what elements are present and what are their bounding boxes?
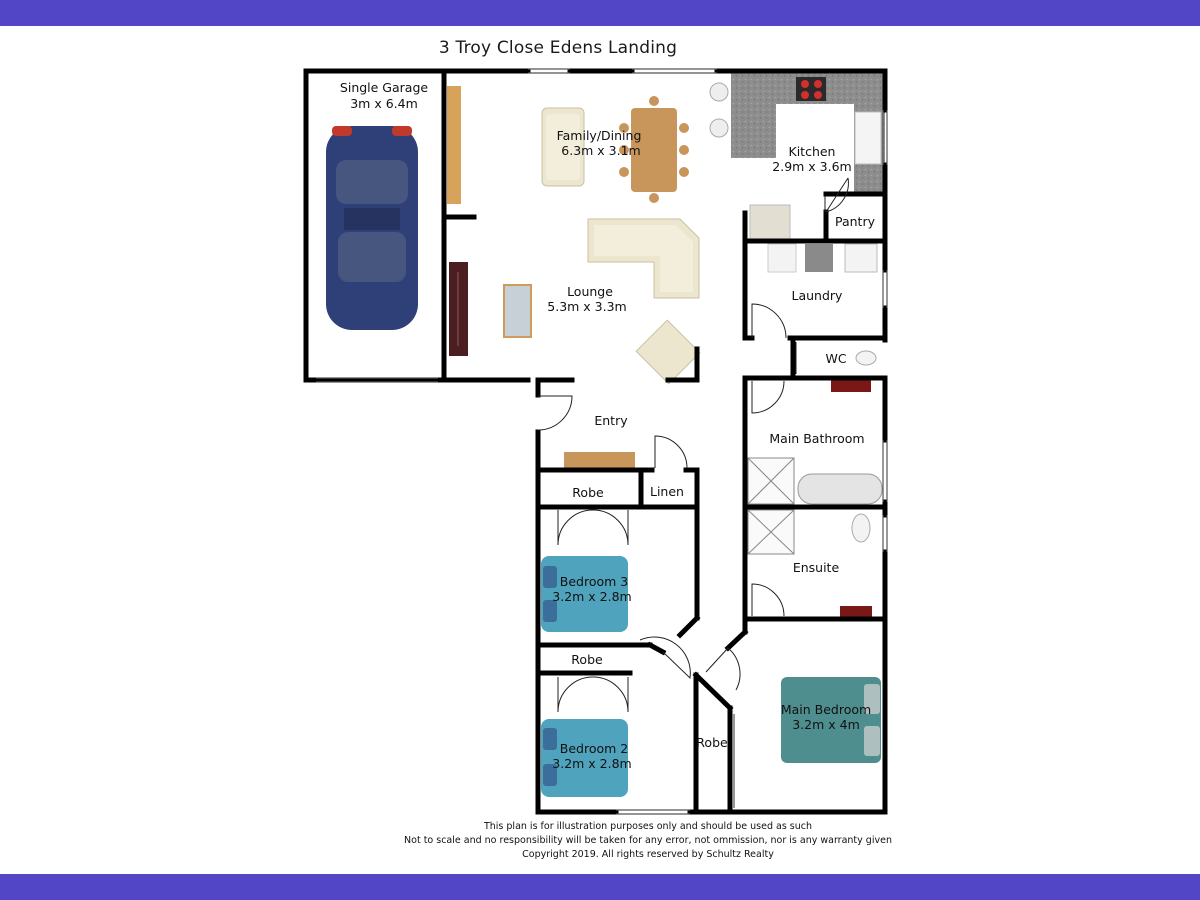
walls: [303, 68, 888, 815]
bedroom3-size: 3.2m x 2.8m: [552, 589, 631, 604]
lounge-size: 5.3m x 3.3m: [547, 299, 626, 314]
ensuite-shower-icon: [747, 509, 795, 555]
robe-bedroom2-label: Robe: [571, 652, 603, 667]
wc-label: WC: [825, 351, 846, 366]
toilet-icon: [855, 350, 877, 366]
washer-icon: [767, 243, 797, 273]
bottom-color-band: [0, 874, 1200, 900]
family-dining-name: Family/Dining: [557, 128, 642, 143]
dining-table-icon: [619, 96, 689, 203]
doors: [537, 177, 849, 713]
kitchen-size: 2.9m x 3.6m: [772, 159, 851, 174]
robe-bedroom3-label: Robe: [572, 485, 604, 500]
coffee-table-icon: [503, 284, 532, 338]
family-dining-size: 6.3m x 3.1m: [561, 143, 640, 158]
bedroom3-name: Bedroom 3: [560, 574, 628, 589]
disclaimer-line-2: Not to scale and no responsibility will …: [404, 835, 892, 846]
copyright-line: Copyright 2019. All rights reserved by S…: [522, 849, 774, 860]
family-sofa-icon: [541, 107, 585, 187]
kitchen-name: Kitchen: [789, 144, 836, 159]
lounge-name: Lounge: [567, 284, 613, 299]
shower-icon: [747, 457, 795, 505]
kitchen-sink-icon: [854, 111, 882, 165]
top-color-band: [0, 0, 1200, 26]
bedroom2-size: 3.2m x 2.8m: [552, 756, 631, 771]
main-bedroom-name: Main Bedroom: [781, 702, 871, 717]
windows: [316, 68, 888, 815]
ensuite-toilet-icon: [851, 513, 871, 543]
laundry-label: Laundry: [792, 288, 844, 303]
fridge-icon: [749, 204, 791, 241]
bedroom2-name: Bedroom 2: [560, 741, 628, 756]
plan-title: 3 Troy Close Edens Landing: [438, 38, 678, 58]
garage-size: 3m x 6.4m: [350, 96, 418, 111]
linen-label: Linen: [650, 484, 684, 499]
entry-label: Entry: [594, 413, 628, 428]
laundry-tub-icon: [844, 243, 878, 273]
main-bedroom-size: 3.2m x 4m: [792, 717, 860, 732]
armchair-icon: [635, 319, 701, 385]
bar-stool-icon: [709, 118, 729, 138]
garage-name: Single Garage: [340, 80, 428, 95]
main-bed-icon: [781, 677, 881, 763]
kitchen-counter: [731, 71, 885, 194]
bathtub-icon: [797, 473, 883, 505]
bedroom2-bed-icon: [541, 719, 628, 797]
bar-stool-icon: [709, 82, 729, 102]
ensuite-label: Ensuite: [793, 560, 840, 575]
robe-main-label: Robe: [696, 735, 728, 750]
hall-table-icon: [564, 452, 635, 468]
car-icon: [326, 126, 418, 330]
ensuite-vanity-icon: [840, 606, 872, 618]
dryer-icon: [805, 244, 833, 272]
cooktop-icon: [796, 77, 826, 101]
vanity-icon: [831, 380, 871, 392]
main-bathroom-label: Main Bathroom: [769, 431, 864, 446]
garage-bench: [447, 86, 461, 204]
pantry-label: Pantry: [835, 214, 876, 229]
bedroom3-bed-icon: [541, 556, 628, 632]
disclaimer-line-1: This plan is for illustration purposes o…: [483, 821, 813, 832]
